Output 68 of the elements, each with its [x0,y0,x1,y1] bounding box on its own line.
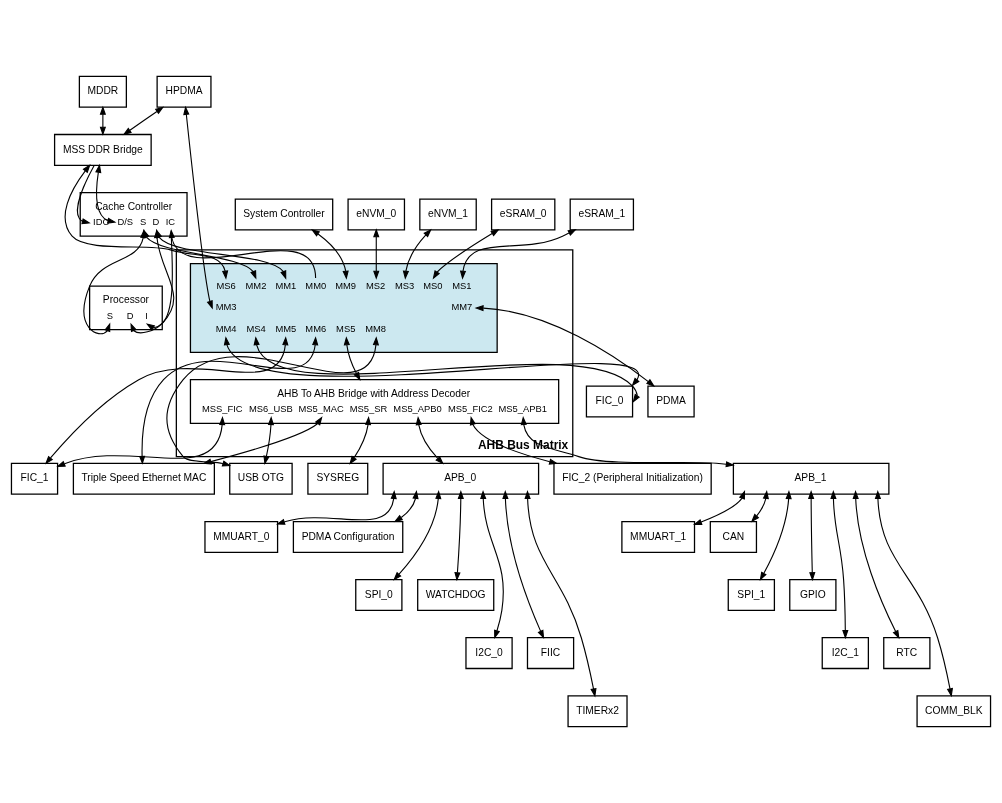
arrow [469,416,559,465]
arrow [807,489,816,582]
node-box: Triple Speed Ethernet MAC [72,462,215,495]
node-box: APB_1 [732,462,890,495]
arrow [459,229,577,280]
arrow [750,489,769,523]
arrow [168,228,317,279]
node-box: PDMA [647,385,695,418]
node-box: I2C_0 [465,637,513,670]
node-box: CAN [709,520,758,553]
node-box: MDDR [78,75,127,108]
node-box: APB_0 [382,462,540,495]
node-box: WATCHDOG [417,579,495,612]
arrow [253,336,641,403]
node-box: HPDMA [156,75,212,108]
arrow [276,489,397,525]
arrow [393,489,442,581]
node-box: SYSREG [307,462,369,495]
arrow [432,229,500,280]
arrow [349,416,372,465]
arrow [830,489,849,640]
node-box: MS6 MM2 MM1 MM0 MM9 MS2 MS3 MS0 MS1 MM3 MM7 MM4 MS4 MM5 MM6 MS5 MM8 [189,262,498,353]
arrow [99,105,107,136]
node-box: eNVM_1 [419,198,477,231]
node-box: SPI_1 [727,579,776,612]
arrow [166,336,380,467]
arrow [263,416,275,465]
node-box: USB OTG [229,462,293,495]
arrow [480,489,504,639]
node-box: eSRAM_1 [569,198,635,231]
node-box: PDMA Configuration [292,520,404,553]
arrow [202,416,323,465]
node-box: MSS DDR Bridge [53,133,152,166]
arrow [156,229,287,280]
arrow [759,489,792,581]
arrow [520,416,735,468]
node-box: FIC_1 [10,462,59,495]
arrow [454,489,464,582]
arrow [852,489,900,640]
node-box: TIMERx2 [567,695,628,728]
node-box: MMUART_1 [621,520,696,553]
node-box: FIC_2 (Peripheral Initialization) [553,462,712,495]
arrow [474,304,656,387]
node-box: eNVM_0 [347,198,406,231]
arrow [393,489,419,523]
arrow [64,164,229,280]
node-box: FIIC [526,637,575,670]
node-box: SPI_0 [355,579,403,612]
arrow [874,489,954,698]
node-box: MMUART_0 [204,520,279,553]
arrow [223,336,640,387]
arrow [183,105,213,310]
arrow [310,229,349,280]
node-box: RTC [883,637,931,670]
arrow [524,489,597,698]
arrow [77,164,95,225]
arrow [502,489,545,640]
arrow [415,416,444,465]
arrow [373,228,380,280]
node-box: eSRAM_0 [490,198,556,231]
arrow [692,490,746,526]
node-box: GPIO [789,579,837,612]
node-box: System Controller [234,198,334,231]
node-box: I2C_1 [821,637,869,670]
arrow [122,106,165,136]
arrow [402,228,432,280]
node-box: FIC_0 [585,385,634,418]
node-box: COMM_BLK [916,695,992,728]
